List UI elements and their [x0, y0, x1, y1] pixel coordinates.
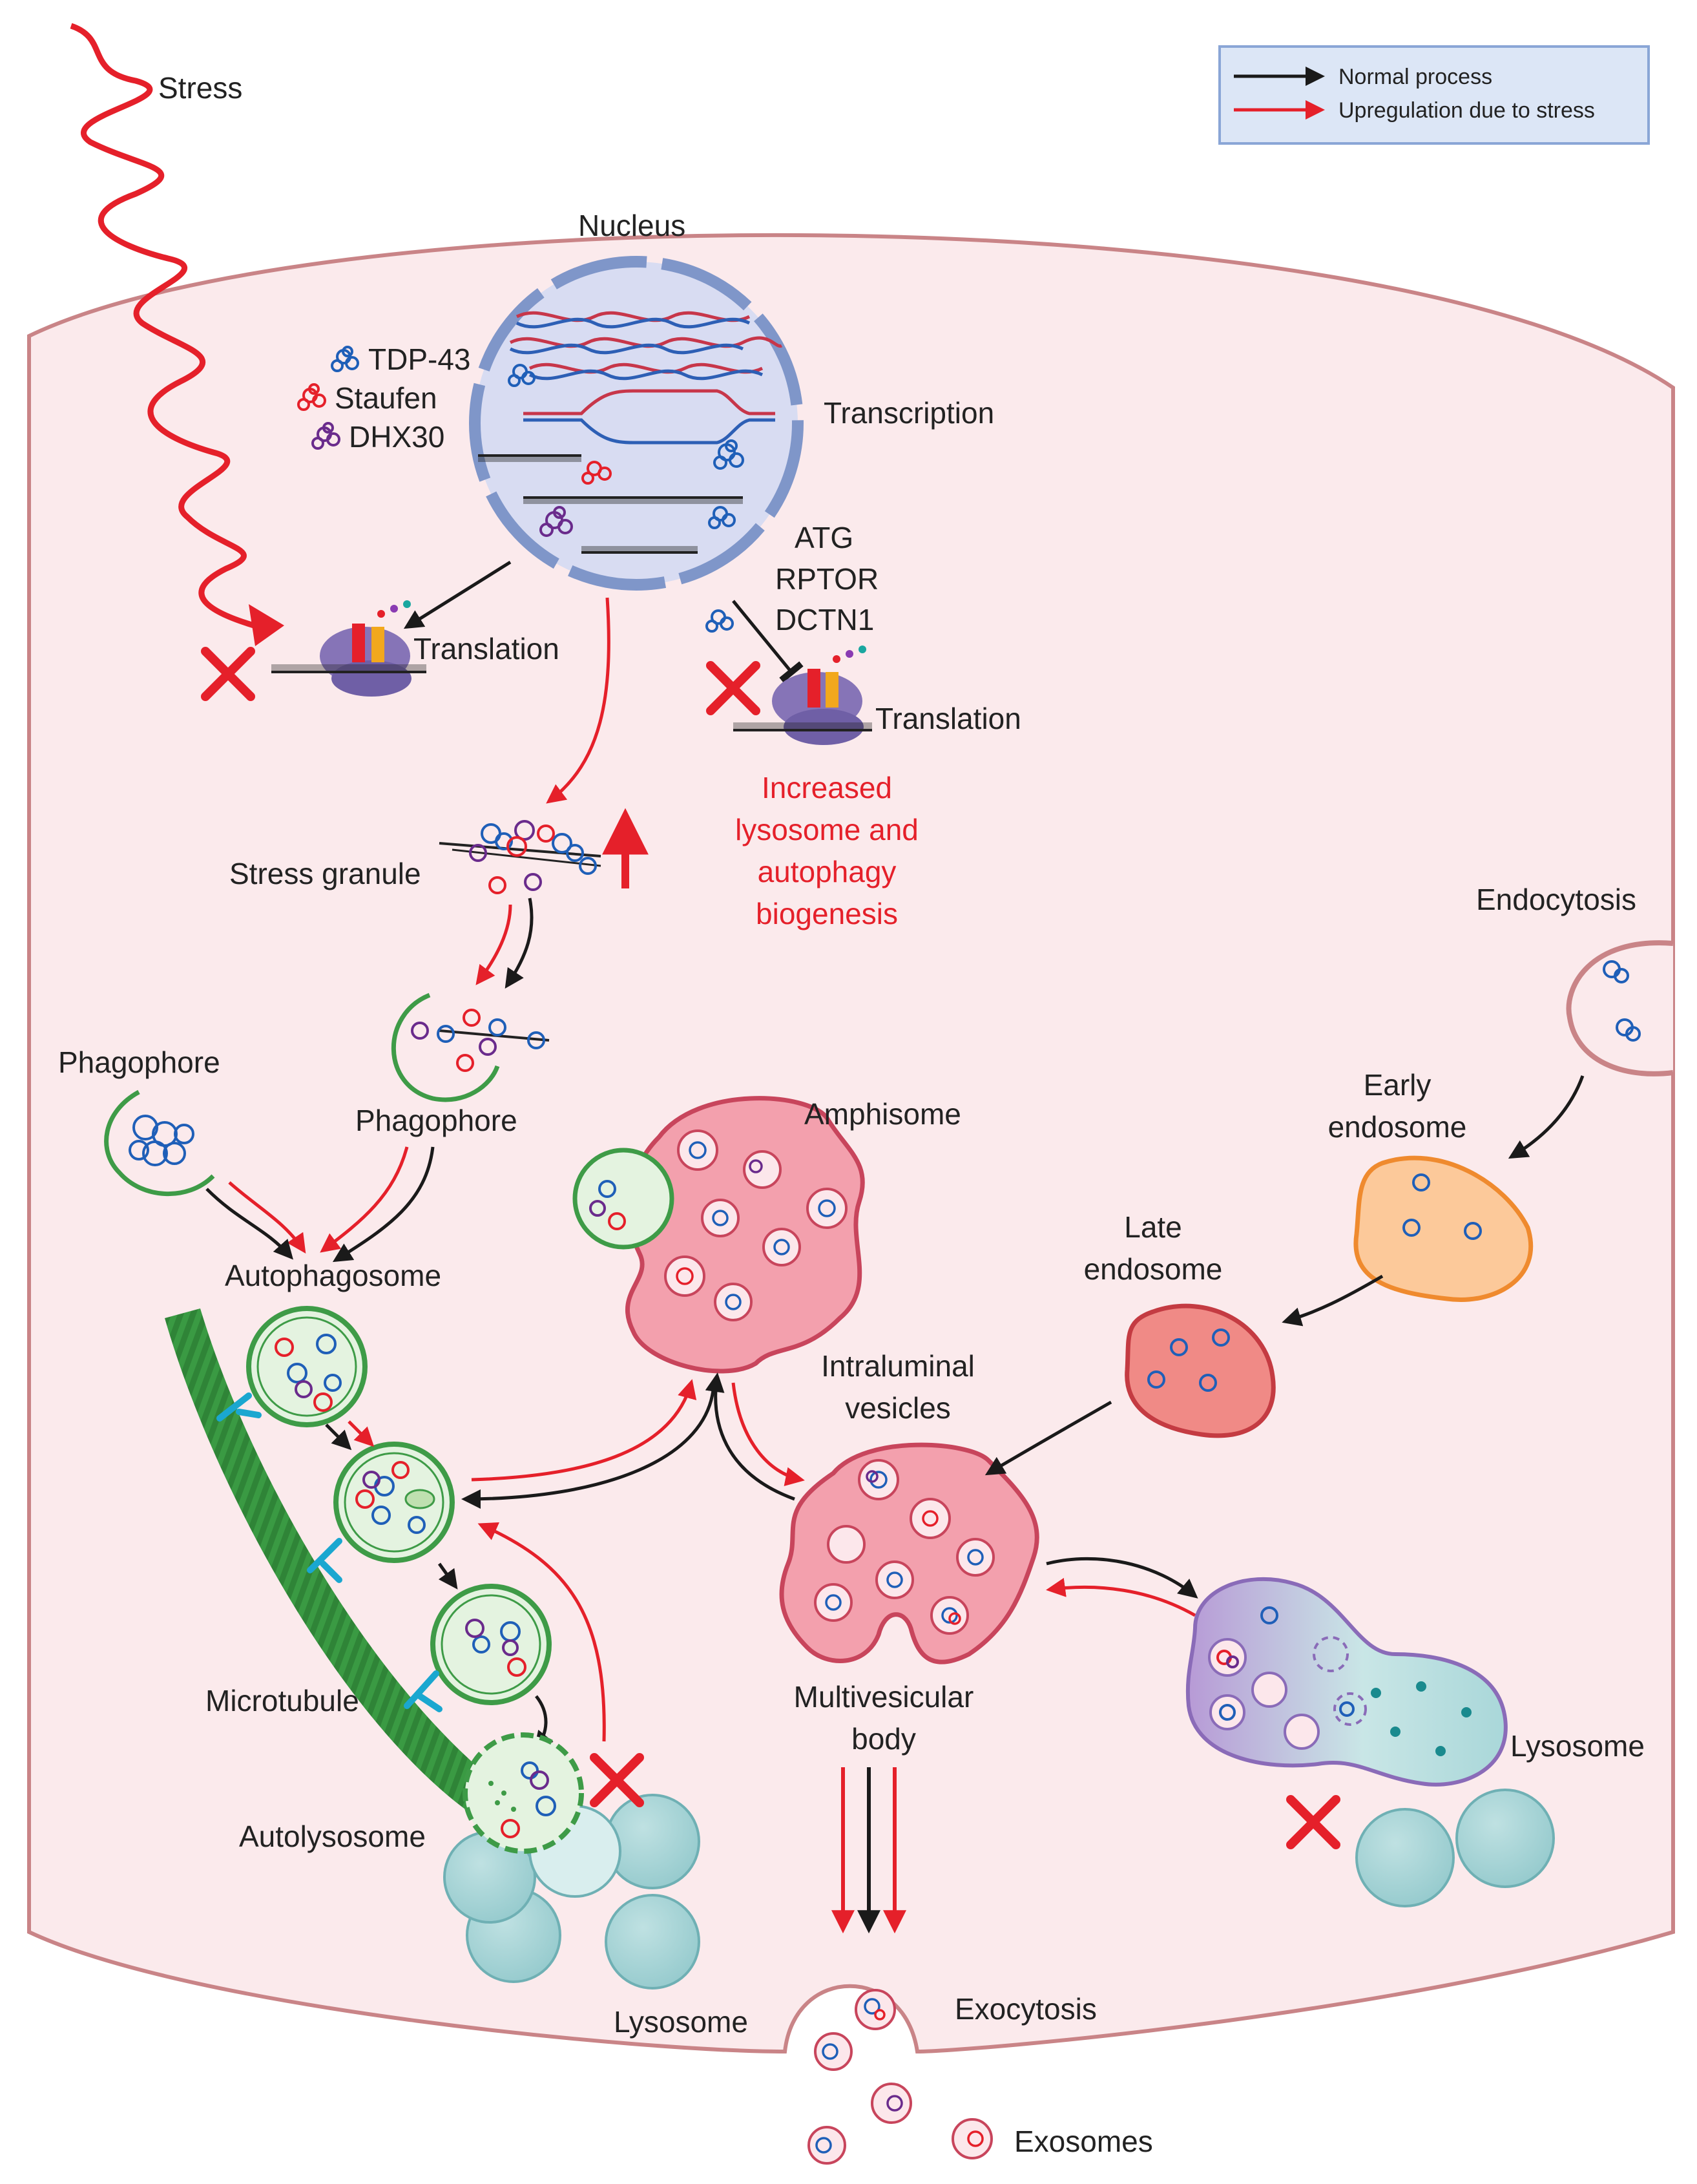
autolysosome-label: Autolysosome [239, 1820, 426, 1853]
amphisome-fusing-autophagosome [572, 1148, 674, 1250]
dctn1-label: DCTN1 [775, 603, 874, 636]
lysosome-right-balls [1355, 1789, 1555, 1907]
block-x-lysosome-icon [1286, 1795, 1340, 1849]
endocytosis-label: Endocytosis [1476, 883, 1636, 916]
increased-line-2: lysosome and [735, 813, 919, 846]
nucleus [469, 256, 804, 591]
microtubule [165, 1308, 497, 1809]
arrow-left-phag-black [205, 1188, 293, 1260]
phagophore-center [391, 992, 550, 1102]
staufen-label: Staufen [335, 381, 437, 415]
tdp43-icon [331, 346, 359, 372]
endocytosis-pocket [1566, 940, 1674, 1076]
multivesicular-line-1: Multivesicular [794, 1680, 974, 1714]
inhibition-line [732, 600, 804, 683]
lysosome-bottom-label: Lysosome [614, 2005, 748, 2039]
early-endosome [1353, 1155, 1534, 1302]
stress-label: Stress [158, 71, 242, 105]
arrow-ap2-ap3 [437, 1562, 458, 1590]
ribosome-left [271, 600, 426, 697]
nuclear-protein-clusters [508, 364, 744, 537]
intraluminal-line-1: Intraluminal [821, 1349, 975, 1383]
arrow-endocytosis-to-early [1508, 1075, 1585, 1159]
arrow-early-to-late [1282, 1274, 1384, 1327]
tdp43-label: TDP-43 [368, 342, 470, 376]
phagophore-left-label: Phagophore [58, 1045, 220, 1079]
arrow-left-phag-red [228, 1181, 306, 1254]
ribosome-right [733, 646, 872, 745]
arrow-center-phag-red [320, 1146, 409, 1253]
late-endosome [1125, 1303, 1276, 1438]
autophagosome-3 [430, 1584, 552, 1705]
exosomes [807, 1989, 993, 2165]
legend-normal-label: Normal process [1338, 65, 1492, 89]
autophagosome-label: Autophagosome [225, 1259, 441, 1292]
legend-stress-label: Upregulation due to stress [1338, 98, 1595, 123]
late-endosome-line-1: Late [1124, 1210, 1182, 1244]
atg-label: ATG [795, 521, 853, 554]
increased-line-3: autophagy [758, 855, 897, 888]
exosomes-label: Exosomes [1014, 2125, 1153, 2158]
arrow-autolyso-to-ap2 [477, 1522, 606, 1742]
lysosome-right-label: Lysosome [1510, 1729, 1645, 1763]
phagophore-center-label: Phagophore [355, 1104, 517, 1137]
transcription-label: Transcription [824, 396, 994, 430]
amphisome-label: Amphisome [804, 1097, 961, 1131]
motor-3 [404, 1670, 442, 1712]
motor-1 [216, 1392, 262, 1422]
arrow-nucleus-to-translation [403, 560, 512, 629]
arrow-center-phag-black [332, 1146, 435, 1263]
endocytosis-cargo [1603, 960, 1641, 1042]
arrow-lysosome-to-mvb [1046, 1577, 1196, 1617]
stress-wave [70, 23, 260, 630]
exocytosis-label: Exocytosis [955, 1992, 1097, 2026]
arrow-ap1-ap2-red [348, 1420, 375, 1447]
translation-right-label: Translation [875, 702, 1021, 735]
microtubule-label: Microtubule [205, 1684, 359, 1717]
stress-granule [439, 820, 601, 894]
amphisome [625, 1096, 865, 1374]
block-x-left-icon [201, 647, 255, 701]
block-x-autolysosome-icon [590, 1753, 644, 1807]
block-x-right-icon [706, 661, 760, 715]
arrow-mvb-to-amphisome [705, 1372, 795, 1501]
translation-left-label: Translation [413, 632, 559, 666]
rptor-label: RPTOR [775, 562, 879, 596]
staufen-icon [297, 383, 326, 411]
arrow-mvb-to-ap2 [461, 1382, 716, 1509]
arrow-granule-to-phagophore-red [475, 904, 512, 985]
legend-box [1218, 45, 1650, 145]
arrow-nucleus-to-granule [546, 597, 610, 804]
arrow-mvb-to-lysosome [1046, 1557, 1198, 1599]
multivesicular-line-2: body [851, 1722, 916, 1756]
increased-line-1: Increased [762, 771, 892, 804]
autophagosome-1 [246, 1306, 368, 1427]
late-endosome-line-2: endosome [1084, 1252, 1223, 1286]
arrow-amphisome-to-mvb [731, 1382, 805, 1486]
multivesicular-body [779, 1442, 1039, 1664]
nucleus-label: Nucleus [578, 209, 685, 242]
arrow-late-to-mvb [984, 1400, 1112, 1476]
arrow-ap2-to-amphisome [471, 1379, 697, 1482]
autophagosome-2 [333, 1442, 455, 1563]
stress-arrowhead [249, 604, 284, 646]
increased-line-4: biogenesis [756, 897, 898, 930]
lysosome-cluster [443, 1794, 700, 1990]
stress-granule-label: Stress granule [229, 857, 421, 890]
arrow-granule-to-phagophore-black [505, 898, 534, 989]
motor-2 [307, 1538, 342, 1583]
intraluminal-line-2: vesicles [845, 1391, 951, 1425]
early-endosome-line-2: endosome [1328, 1110, 1467, 1144]
arrow-ap1-ap2-black [325, 1423, 352, 1451]
dhx30-icon [311, 422, 340, 450]
dhx30-label: DHX30 [349, 420, 444, 454]
early-endosome-line-1: Early [1364, 1068, 1432, 1102]
tdp43-small-icon [705, 609, 734, 633]
phagophore-left [104, 1089, 215, 1196]
lysosome-right [1185, 1577, 1508, 1787]
autolysosome [463, 1732, 584, 1854]
